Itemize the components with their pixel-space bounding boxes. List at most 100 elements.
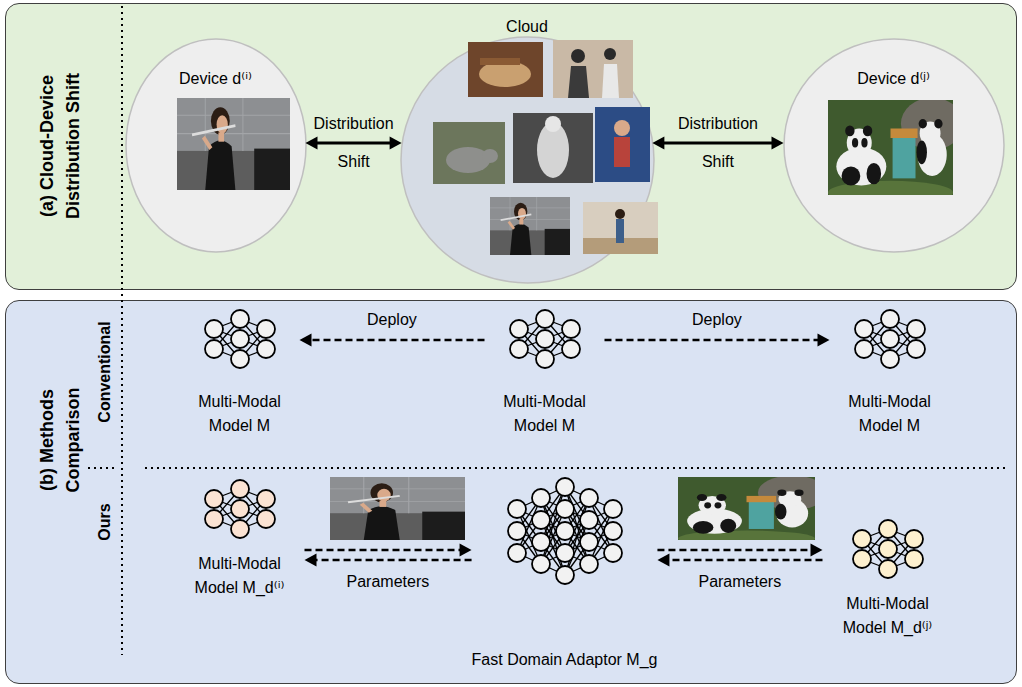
connector	[657, 544, 822, 567]
label-text: Multi-Modal Model M_d⁽ⁱ⁾	[175, 552, 305, 600]
illustration-part	[571, 49, 585, 63]
label-text: Device d⁽ʲ⁾	[783, 68, 1005, 90]
arrowhead	[390, 137, 402, 150]
connector	[305, 137, 401, 150]
connector-line	[315, 559, 472, 562]
network-neuron	[855, 340, 873, 358]
label-text: Fast Domain Adaptor M_g	[472, 648, 658, 672]
network-neuron	[508, 522, 526, 540]
dotted-divider	[88, 6, 1005, 655]
label-text: (a) Cloud-Device Distribution Shift	[34, 46, 86, 246]
arrowhead	[652, 137, 664, 150]
network-neuron	[580, 511, 598, 529]
label-text: Multi-Modal Model M	[830, 390, 950, 438]
illustration-part	[614, 137, 630, 167]
illustration-part	[446, 147, 490, 173]
photo-image	[678, 475, 826, 546]
network-neuron	[562, 340, 580, 358]
network-icon	[205, 480, 275, 538]
illustration-part	[513, 113, 593, 183]
edge-label: Parameters	[347, 571, 430, 593]
network-neuron	[205, 340, 223, 358]
row-label-text: Ours	[93, 503, 115, 540]
network-neuron	[556, 544, 574, 562]
network-neuron	[556, 500, 574, 518]
network-neuron	[205, 510, 223, 528]
network-neuron	[855, 320, 873, 338]
arrowhead	[460, 544, 472, 557]
ellipse-shape	[784, 39, 1004, 252]
network-neuron	[510, 340, 528, 358]
network-neuron	[556, 566, 574, 584]
connector	[300, 334, 485, 347]
network-neuron	[580, 489, 598, 507]
connector-line	[667, 559, 822, 562]
connector-line	[305, 549, 462, 552]
network-neuron	[532, 511, 550, 529]
arrowhead	[305, 137, 317, 150]
photo-image	[490, 197, 570, 255]
arrowhead	[657, 554, 669, 567]
row-label-text: Conventional	[93, 321, 115, 422]
network-neuron	[257, 510, 275, 528]
network-neuron	[556, 478, 574, 496]
network-neuron	[532, 489, 550, 507]
network-neuron	[231, 480, 249, 498]
network-icon	[853, 520, 923, 578]
illustration-part	[602, 64, 619, 98]
illustration-part	[545, 116, 561, 132]
network-neuron	[881, 350, 899, 368]
network-neuron	[532, 533, 550, 551]
network-neuron	[907, 340, 925, 358]
edge-label-text: Distribution Shift	[314, 105, 394, 181]
network-neuron	[231, 350, 249, 368]
illustration-part	[468, 42, 543, 97]
illustration-part	[568, 66, 589, 98]
network-neuron	[853, 530, 871, 548]
network-neuron	[580, 555, 598, 573]
illustration-part	[616, 219, 624, 243]
photo-image	[177, 98, 290, 190]
connector-line	[662, 142, 773, 145]
label-text: Multi-Modal Model M	[485, 390, 605, 438]
label-text: Cloud	[400, 16, 655, 38]
edge-label: Distribution Shift	[678, 105, 758, 181]
illustration-part	[583, 202, 658, 254]
arrowhead	[772, 137, 784, 150]
network-icon	[205, 310, 275, 368]
edge-label-text: Deploy	[367, 309, 417, 331]
illustration-part	[595, 107, 650, 182]
panel-heading: (a) Cloud-Device Distribution Shift	[34, 46, 86, 246]
network-neuron	[580, 533, 598, 551]
arrowhead	[818, 334, 830, 347]
edge-label: Deploy	[367, 309, 417, 331]
network-neuron	[231, 310, 249, 328]
label-text: Device d⁽ⁱ⁾	[125, 68, 307, 90]
network-neuron	[536, 350, 554, 368]
network-neuron	[853, 550, 871, 568]
row-label: Ours	[93, 503, 115, 540]
label-text: Multi-Modal Model M	[180, 390, 300, 438]
connector	[305, 544, 472, 567]
network-icon	[510, 310, 580, 368]
network-neuron	[231, 500, 249, 518]
illustration-part	[482, 149, 498, 163]
network-icons	[205, 310, 925, 584]
illustration-part	[615, 209, 625, 219]
connector	[652, 137, 783, 150]
illustration-part	[553, 40, 633, 98]
network-neuron	[879, 560, 897, 578]
network-neuron	[257, 320, 275, 338]
network-neuron	[231, 520, 249, 538]
network-icon	[855, 310, 925, 368]
edge-label-text: Distribution Shift	[678, 105, 758, 181]
label-text: (b) Methods Comparison	[34, 375, 86, 505]
network-neuron	[231, 330, 249, 348]
illustration-part	[480, 58, 520, 65]
network-neuron	[604, 544, 622, 562]
edge-label-text: Parameters	[347, 571, 430, 593]
edge-label: Deploy	[692, 309, 742, 331]
